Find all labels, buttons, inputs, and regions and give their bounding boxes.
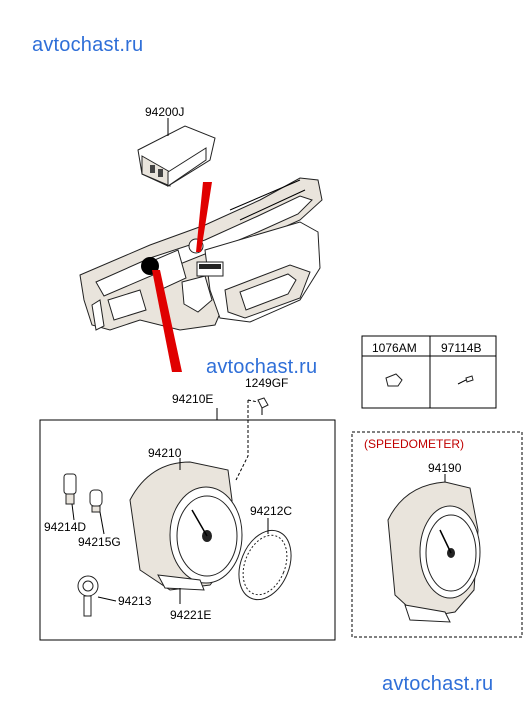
label-94213[interactable]: 94213 (118, 594, 152, 608)
label-94210E[interactable]: 94210E (172, 392, 214, 406)
label-94214D[interactable]: 94214D (44, 520, 87, 534)
dashboard-illustration (79, 177, 323, 331)
watermark-top: avtochast.ru (32, 34, 144, 56)
label-94200J[interactable]: 94200J (145, 105, 185, 119)
speedometer-title: (SPEEDOMETER) (364, 437, 465, 451)
legend-table (361, 335, 497, 409)
label-94210[interactable]: 94210 (148, 446, 182, 460)
pointer-to-switch (196, 182, 212, 252)
watermark-middle: avtochast.ru (206, 356, 318, 378)
watermark-bottom: avtochast.ru (382, 673, 494, 695)
label-1249GF[interactable]: 1249GF (245, 376, 289, 390)
speedometer-box (351, 431, 523, 638)
dial-94212C (238, 518, 292, 601)
cluster-94210-illustration (129, 458, 243, 604)
label-94221E[interactable]: 94221E (170, 608, 212, 622)
cluster-frame (39, 419, 336, 641)
speedometer-94190-illustration (387, 474, 481, 623)
label-94215G[interactable]: 94215G (78, 535, 121, 549)
label-94212C[interactable]: 94212C (250, 504, 293, 518)
legend-1076AM[interactable]: 1076AM (372, 341, 417, 355)
label-94190[interactable]: 94190 (428, 461, 462, 475)
pointer-to-cluster (152, 270, 182, 372)
bulb-94215G (89, 489, 105, 535)
bulb-94214D (63, 473, 77, 521)
legend-97114B[interactable]: 97114B (441, 341, 482, 355)
screw-1249GF (235, 397, 269, 481)
switch-94200J-illustration (137, 118, 216, 187)
socket-94213 (77, 575, 117, 617)
